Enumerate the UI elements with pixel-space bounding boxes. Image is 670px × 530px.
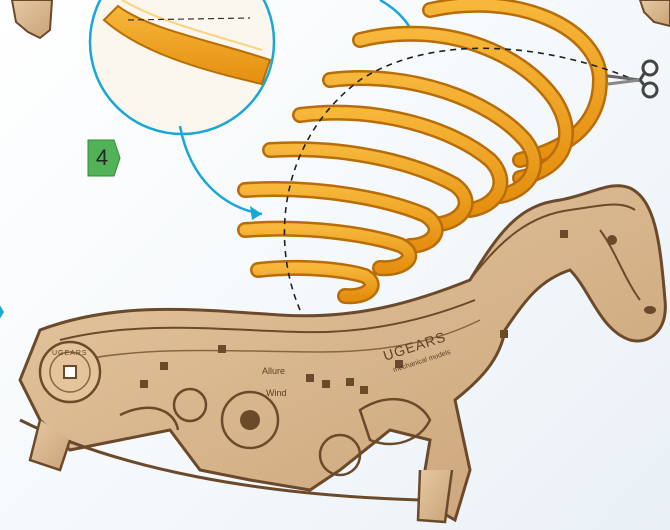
medallion-text: UGEARS (52, 350, 88, 357)
step-number: 4 (86, 138, 118, 178)
scissors-icon (606, 58, 664, 100)
navigation-tab[interactable] (0, 292, 12, 332)
label-allure: Allure (262, 366, 285, 376)
label-wind: Wind (266, 388, 287, 398)
wood-fragment-top-right (640, 0, 670, 26)
step-number-badge: 4 (86, 138, 122, 178)
wood-fragment-top-left (12, 0, 52, 38)
